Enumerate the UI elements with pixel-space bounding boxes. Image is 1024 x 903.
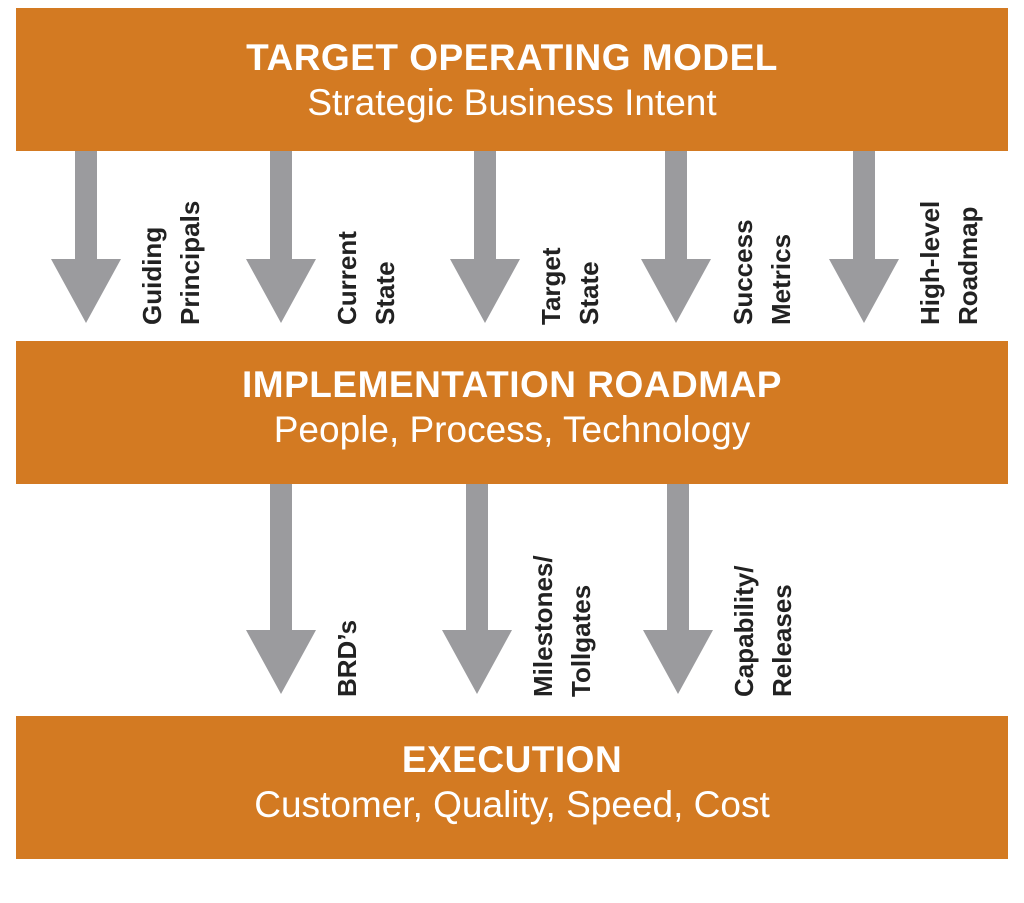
arrow-down-icon <box>442 484 512 694</box>
arrow-down-icon <box>450 151 520 323</box>
arrow-label-capability-releases: Capability/Releases <box>729 565 797 697</box>
arrow-down-icon <box>246 151 316 323</box>
arrow-down-icon <box>829 151 899 323</box>
arrow-label-brds: BRD’s <box>332 619 362 697</box>
arrow-down-icon <box>51 151 121 323</box>
implementation-roadmap-band: IMPLEMENTATION ROADMAP People, Process, … <box>16 341 1008 484</box>
band-title: TARGET OPERATING MODEL <box>246 37 778 78</box>
arrow-down-icon <box>641 151 711 323</box>
arrow-label-milestones-tollgates: Milestones/Tollgates <box>528 555 596 697</box>
target-operating-model-band: TARGET OPERATING MODEL Strategic Busines… <box>16 8 1008 151</box>
band-subtitle: Customer, Quality, Speed, Cost <box>254 784 770 825</box>
band-title: EXECUTION <box>401 739 623 780</box>
execution-band: EXECUTION Customer, Quality, Speed, Cost <box>16 716 1008 859</box>
arrow-down-icon <box>246 484 316 694</box>
band-subtitle: Strategic Business Intent <box>307 82 717 123</box>
band-subtitle: People, Process, Technology <box>273 409 751 450</box>
arrow-down-icon <box>643 484 713 694</box>
band-title: IMPLEMENTATION ROADMAP <box>242 364 782 405</box>
